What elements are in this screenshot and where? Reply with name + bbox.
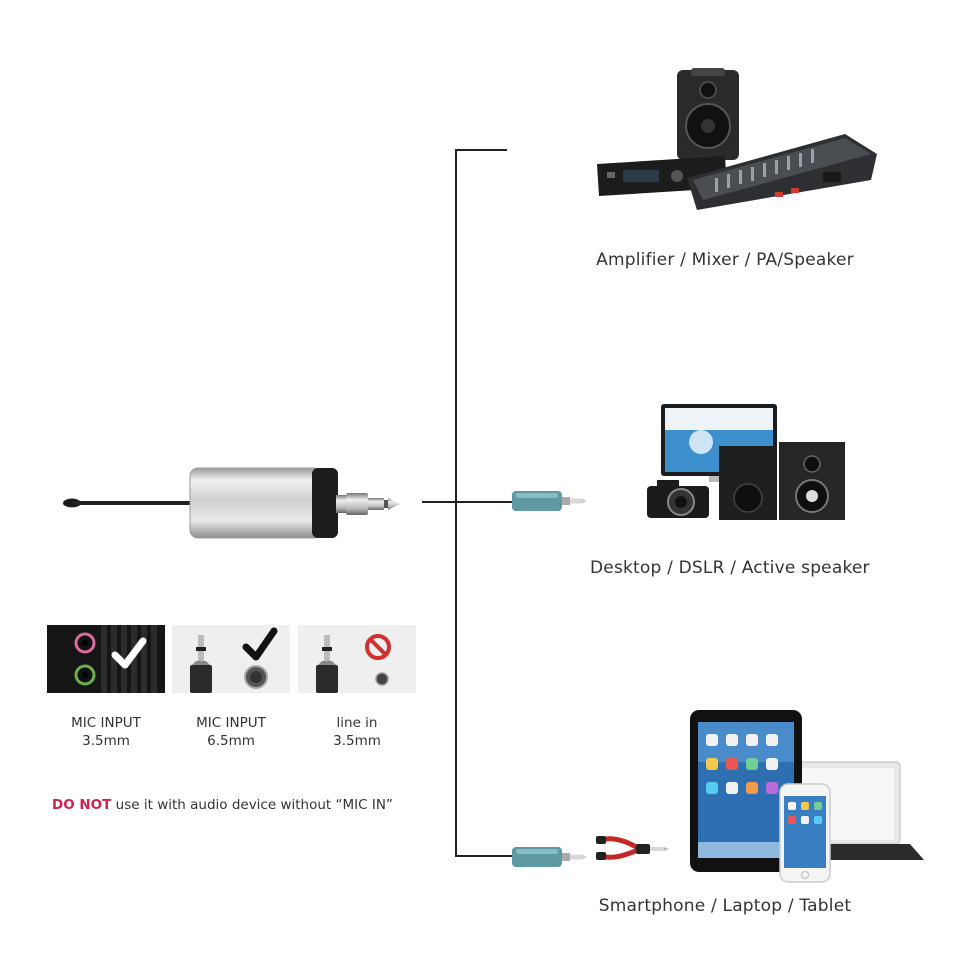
smartphone-icon — [779, 783, 831, 883]
device-label-smartphone: Smartphone / Laptop / Tablet — [598, 896, 852, 916]
adapter-6-5-to-3-5-middle — [512, 491, 587, 511]
warning-text: use it with audio device without “MIC IN… — [111, 797, 393, 813]
check-icon — [111, 637, 147, 669]
branch-line-top — [455, 149, 507, 151]
active-speaker-icon — [719, 442, 845, 520]
input-tile-mic-3-5 — [47, 625, 165, 693]
device-label-amplifier: Amplifier / Mixer / PA/Speaker — [596, 250, 854, 270]
branch-line-vertical — [455, 149, 457, 857]
input-tile-mic-6-5 — [172, 625, 290, 693]
adapter-6-5-to-3-5-bottom — [512, 847, 587, 867]
splitter-cable-icon — [596, 836, 669, 860]
warning-emphasis: DO NOT — [52, 797, 112, 813]
tablet-icon — [690, 710, 802, 872]
antenna-tip — [63, 498, 81, 508]
mixer-icon — [687, 134, 877, 210]
input-tile-line-in-3-5 — [298, 625, 416, 693]
prohibited-icon — [365, 634, 391, 660]
branch-line-receiver — [422, 501, 512, 503]
antenna — [74, 501, 192, 505]
mixer-amplifier-speaker-image — [597, 68, 877, 210]
smartphone-laptop-tablet-image — [690, 710, 924, 883]
warning-note: DO NOT use it with audio device without … — [52, 797, 393, 813]
pa-speaker-icon — [677, 68, 739, 160]
wireless-receiver — [63, 467, 400, 539]
dslr-camera-icon — [647, 480, 709, 518]
device-label-desktop: Desktop / DSLR / Active speaker — [590, 558, 870, 578]
desktop-dslr-speaker-image — [647, 404, 845, 520]
branch-line-bottom — [455, 855, 513, 857]
check-icon — [242, 627, 278, 661]
